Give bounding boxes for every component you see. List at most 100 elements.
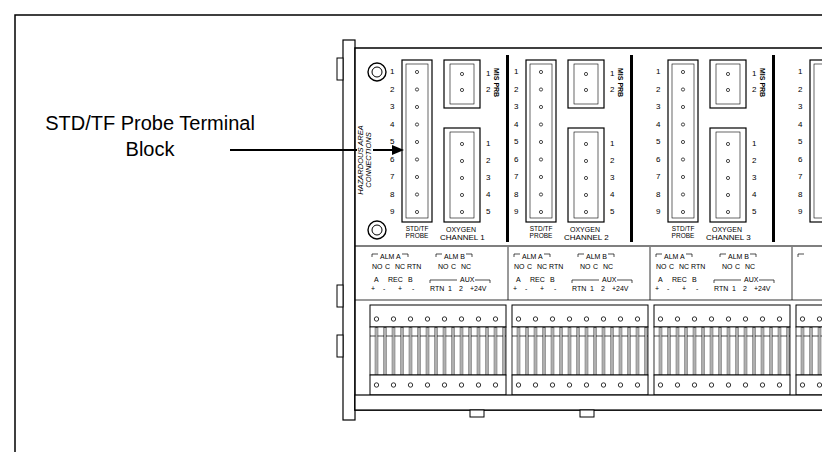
signal-label: RTN: [430, 285, 444, 293]
signal-label: 1: [732, 285, 736, 293]
signal-label: NO: [722, 263, 733, 271]
bracket-tab: [337, 58, 343, 80]
signal-label: A: [658, 276, 663, 284]
signal-label: +: [655, 285, 659, 293]
signal-label: ALM A: [522, 253, 543, 261]
terminal-number: 9: [514, 208, 518, 216]
signal-label: B: [408, 276, 413, 284]
terminal-number: 8: [656, 191, 660, 199]
signal-label: NC: [745, 263, 755, 271]
signal-label: -: [554, 285, 556, 293]
signal-label: 2: [743, 285, 747, 293]
terminal-number: 4: [798, 121, 802, 129]
signal-label: A: [374, 276, 379, 284]
terminal-group-label: OXYGEN: [446, 226, 476, 234]
terminal-number: 1: [798, 68, 802, 76]
signal-label: B: [550, 276, 555, 284]
signal-label: -: [412, 285, 414, 293]
signal-label: B: [692, 276, 697, 284]
terminal-number: 1: [752, 140, 756, 148]
terminal-number: 2: [752, 157, 756, 165]
base-screw: [580, 410, 594, 417]
signal-label: C: [451, 263, 456, 271]
signal-label: ALM A: [380, 253, 401, 261]
signal-label: +24V: [612, 285, 629, 293]
signal-label: NC: [603, 263, 613, 271]
channel-divider: [650, 247, 651, 300]
terminal-number: 2: [610, 86, 614, 94]
callout-label: STD/TF Probe Terminal Block: [30, 110, 270, 162]
signal-label: +: [682, 285, 686, 293]
mounting-bracket: [343, 40, 355, 420]
signal-label: REC: [388, 276, 403, 284]
signal-label: A: [516, 276, 521, 284]
terminal-number: 4: [752, 191, 756, 199]
terminal-group-label: MIS PRB: [492, 68, 500, 97]
terminal-number: 6: [656, 156, 660, 164]
terminal-number: 1: [610, 70, 614, 78]
terminal-number: 2: [610, 157, 614, 165]
terminal-number: 6: [514, 156, 518, 164]
signal-label: NO: [438, 263, 449, 271]
channel-output-strip: [370, 254, 506, 395]
channel-label: CHANNEL 1: [440, 234, 485, 242]
terminal-number: 4: [486, 191, 490, 199]
terminal-number: 6: [798, 156, 802, 164]
signal-label: C: [669, 263, 674, 271]
terminal-number: 1: [514, 68, 518, 76]
signal-label: REC: [530, 276, 545, 284]
base-screw: [470, 410, 484, 417]
terminal-number: 1: [656, 68, 660, 76]
terminal-number: 4: [390, 121, 394, 129]
terminal-group-label: MIS PRB: [758, 68, 766, 97]
terminal-number: 2: [390, 86, 394, 94]
terminal-number: 3: [390, 103, 394, 111]
terminal-number: 1: [486, 140, 490, 148]
signal-label: +: [371, 285, 375, 293]
signal-label: RTN: [572, 285, 586, 293]
channel-terminals: [810, 55, 822, 242]
terminal-number: 2: [514, 86, 518, 94]
signal-label: C: [385, 263, 390, 271]
terminal-number: 1: [610, 140, 614, 148]
channel-terminals: [402, 55, 509, 242]
signal-label: 2: [459, 285, 463, 293]
channel-output-strip: [654, 254, 790, 395]
terminal-number: 8: [514, 191, 518, 199]
signal-label: NO: [514, 263, 525, 271]
terminal-number: 8: [798, 191, 802, 199]
terminal-group-label: STD/TF PROBE: [664, 225, 702, 239]
signal-label: +24V: [470, 285, 487, 293]
signal-label: +24V: [754, 285, 771, 293]
area-divider: [355, 245, 822, 246]
board-plate: [355, 48, 822, 410]
signal-label: ALM B: [728, 253, 749, 261]
terminal-group-label: STD/TF PROBE: [522, 225, 560, 239]
terminal-number: 8: [390, 191, 394, 199]
mounting-screw: [368, 63, 386, 81]
signal-label: +: [513, 285, 517, 293]
signal-label: -: [383, 285, 385, 293]
terminal-group-label: OXYGEN: [712, 226, 742, 234]
terminal-number: 2: [486, 86, 490, 94]
channel-divider: [508, 247, 509, 300]
terminal-number: 7: [656, 173, 660, 181]
terminal-number: 5: [486, 208, 490, 216]
terminal-number: 3: [514, 103, 518, 111]
terminal-number: 2: [656, 86, 660, 94]
channel-terminals: [668, 55, 775, 242]
mounting-screw: [368, 221, 386, 239]
terminal-number: 3: [486, 174, 490, 182]
terminal-number: 3: [752, 174, 756, 182]
signal-label: AUX: [744, 276, 758, 284]
terminal-number: 7: [798, 173, 802, 181]
signal-label: ALM B: [444, 253, 465, 261]
terminal-number: 2: [486, 157, 490, 165]
signal-label: NC: [537, 263, 547, 271]
signal-label: RTN: [407, 263, 421, 271]
terminal-number: 3: [798, 103, 802, 111]
signal-label: RTN: [549, 263, 563, 271]
terminal-number: 1: [752, 70, 756, 78]
terminal-number: 2: [752, 86, 756, 94]
